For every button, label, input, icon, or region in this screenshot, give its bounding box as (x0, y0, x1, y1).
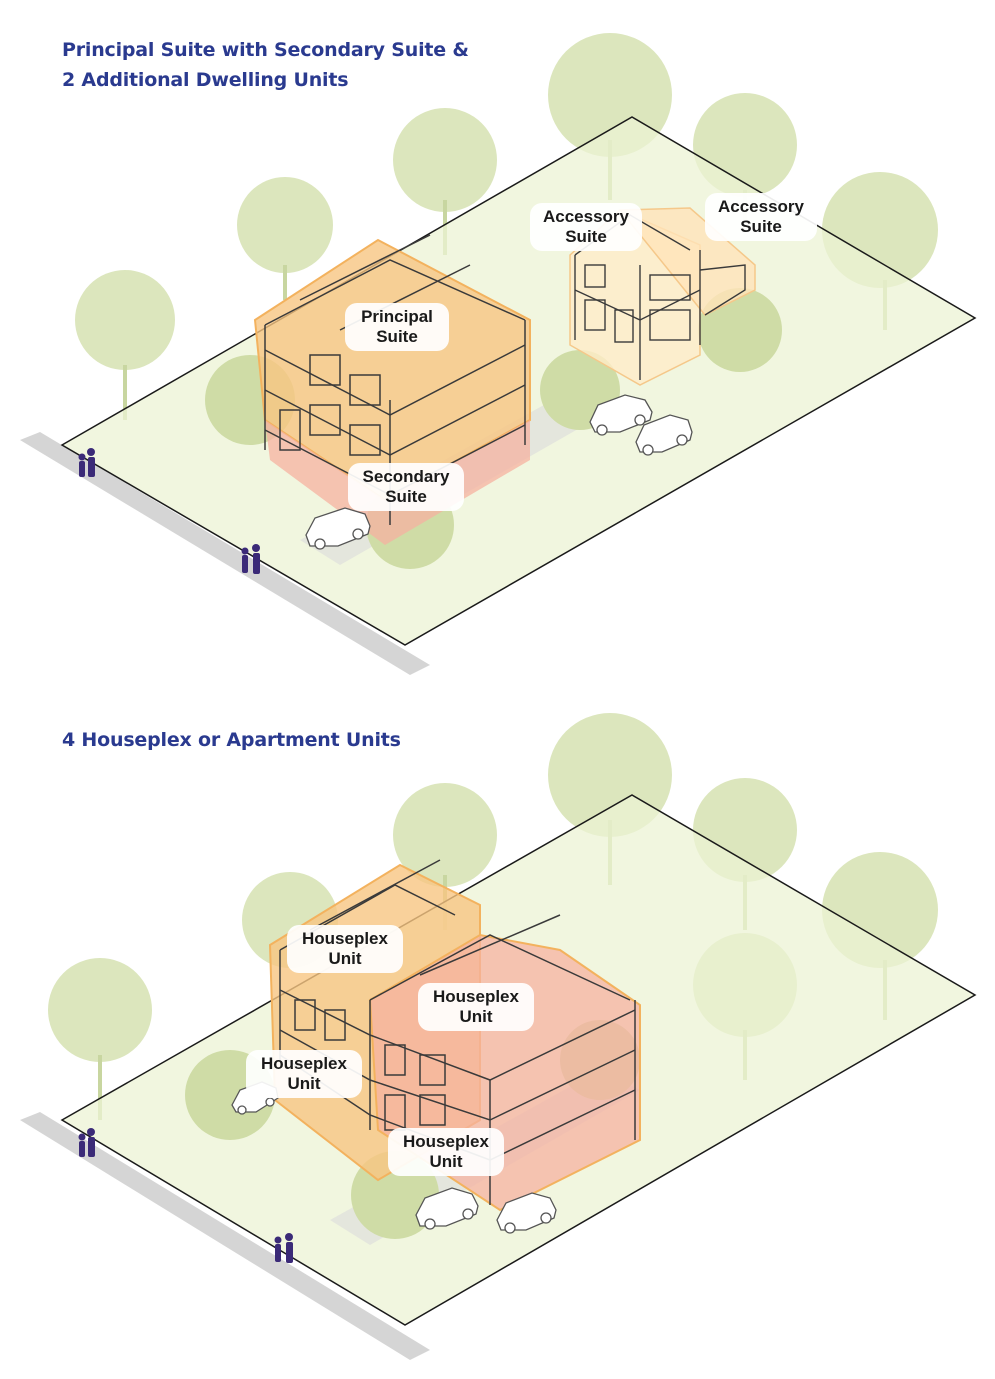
label-secondary-suite: Secondary Suite (348, 463, 464, 511)
label-line: Houseplex (256, 1054, 352, 1074)
label-line: Suite (355, 327, 439, 347)
label-houseplex-unit-4: Houseplex Unit (388, 1128, 504, 1176)
label-line: Houseplex (398, 1132, 494, 1152)
label-line: Unit (428, 1007, 524, 1027)
label-line: Principal (355, 307, 439, 327)
label-accessory-suite-2: Accessory Suite (705, 193, 817, 241)
label-line: Suite (540, 227, 632, 247)
label-houseplex-unit-1: Houseplex Unit (287, 925, 403, 973)
label-houseplex-unit-2: Houseplex Unit (418, 983, 534, 1031)
label-principal-suite: Principal Suite (345, 303, 449, 351)
label-line: Unit (297, 949, 393, 969)
diagram-1-illustration (0, 0, 995, 680)
label-line: Houseplex (297, 929, 393, 949)
label-houseplex-unit-3: Houseplex Unit (246, 1050, 362, 1098)
label-line: Suite (358, 487, 454, 507)
diagram-2-illustration (0, 700, 995, 1379)
label-accessory-suite-1: Accessory Suite (530, 203, 642, 251)
label-line: Suite (715, 217, 807, 237)
diagram-2-svg (0, 700, 995, 1379)
label-line: Secondary (358, 467, 454, 487)
diagram-1-svg (0, 0, 995, 680)
label-line: Houseplex (428, 987, 524, 1007)
label-line: Accessory (540, 207, 632, 227)
label-line: Unit (256, 1074, 352, 1094)
label-line: Accessory (715, 197, 807, 217)
label-line: Unit (398, 1152, 494, 1172)
